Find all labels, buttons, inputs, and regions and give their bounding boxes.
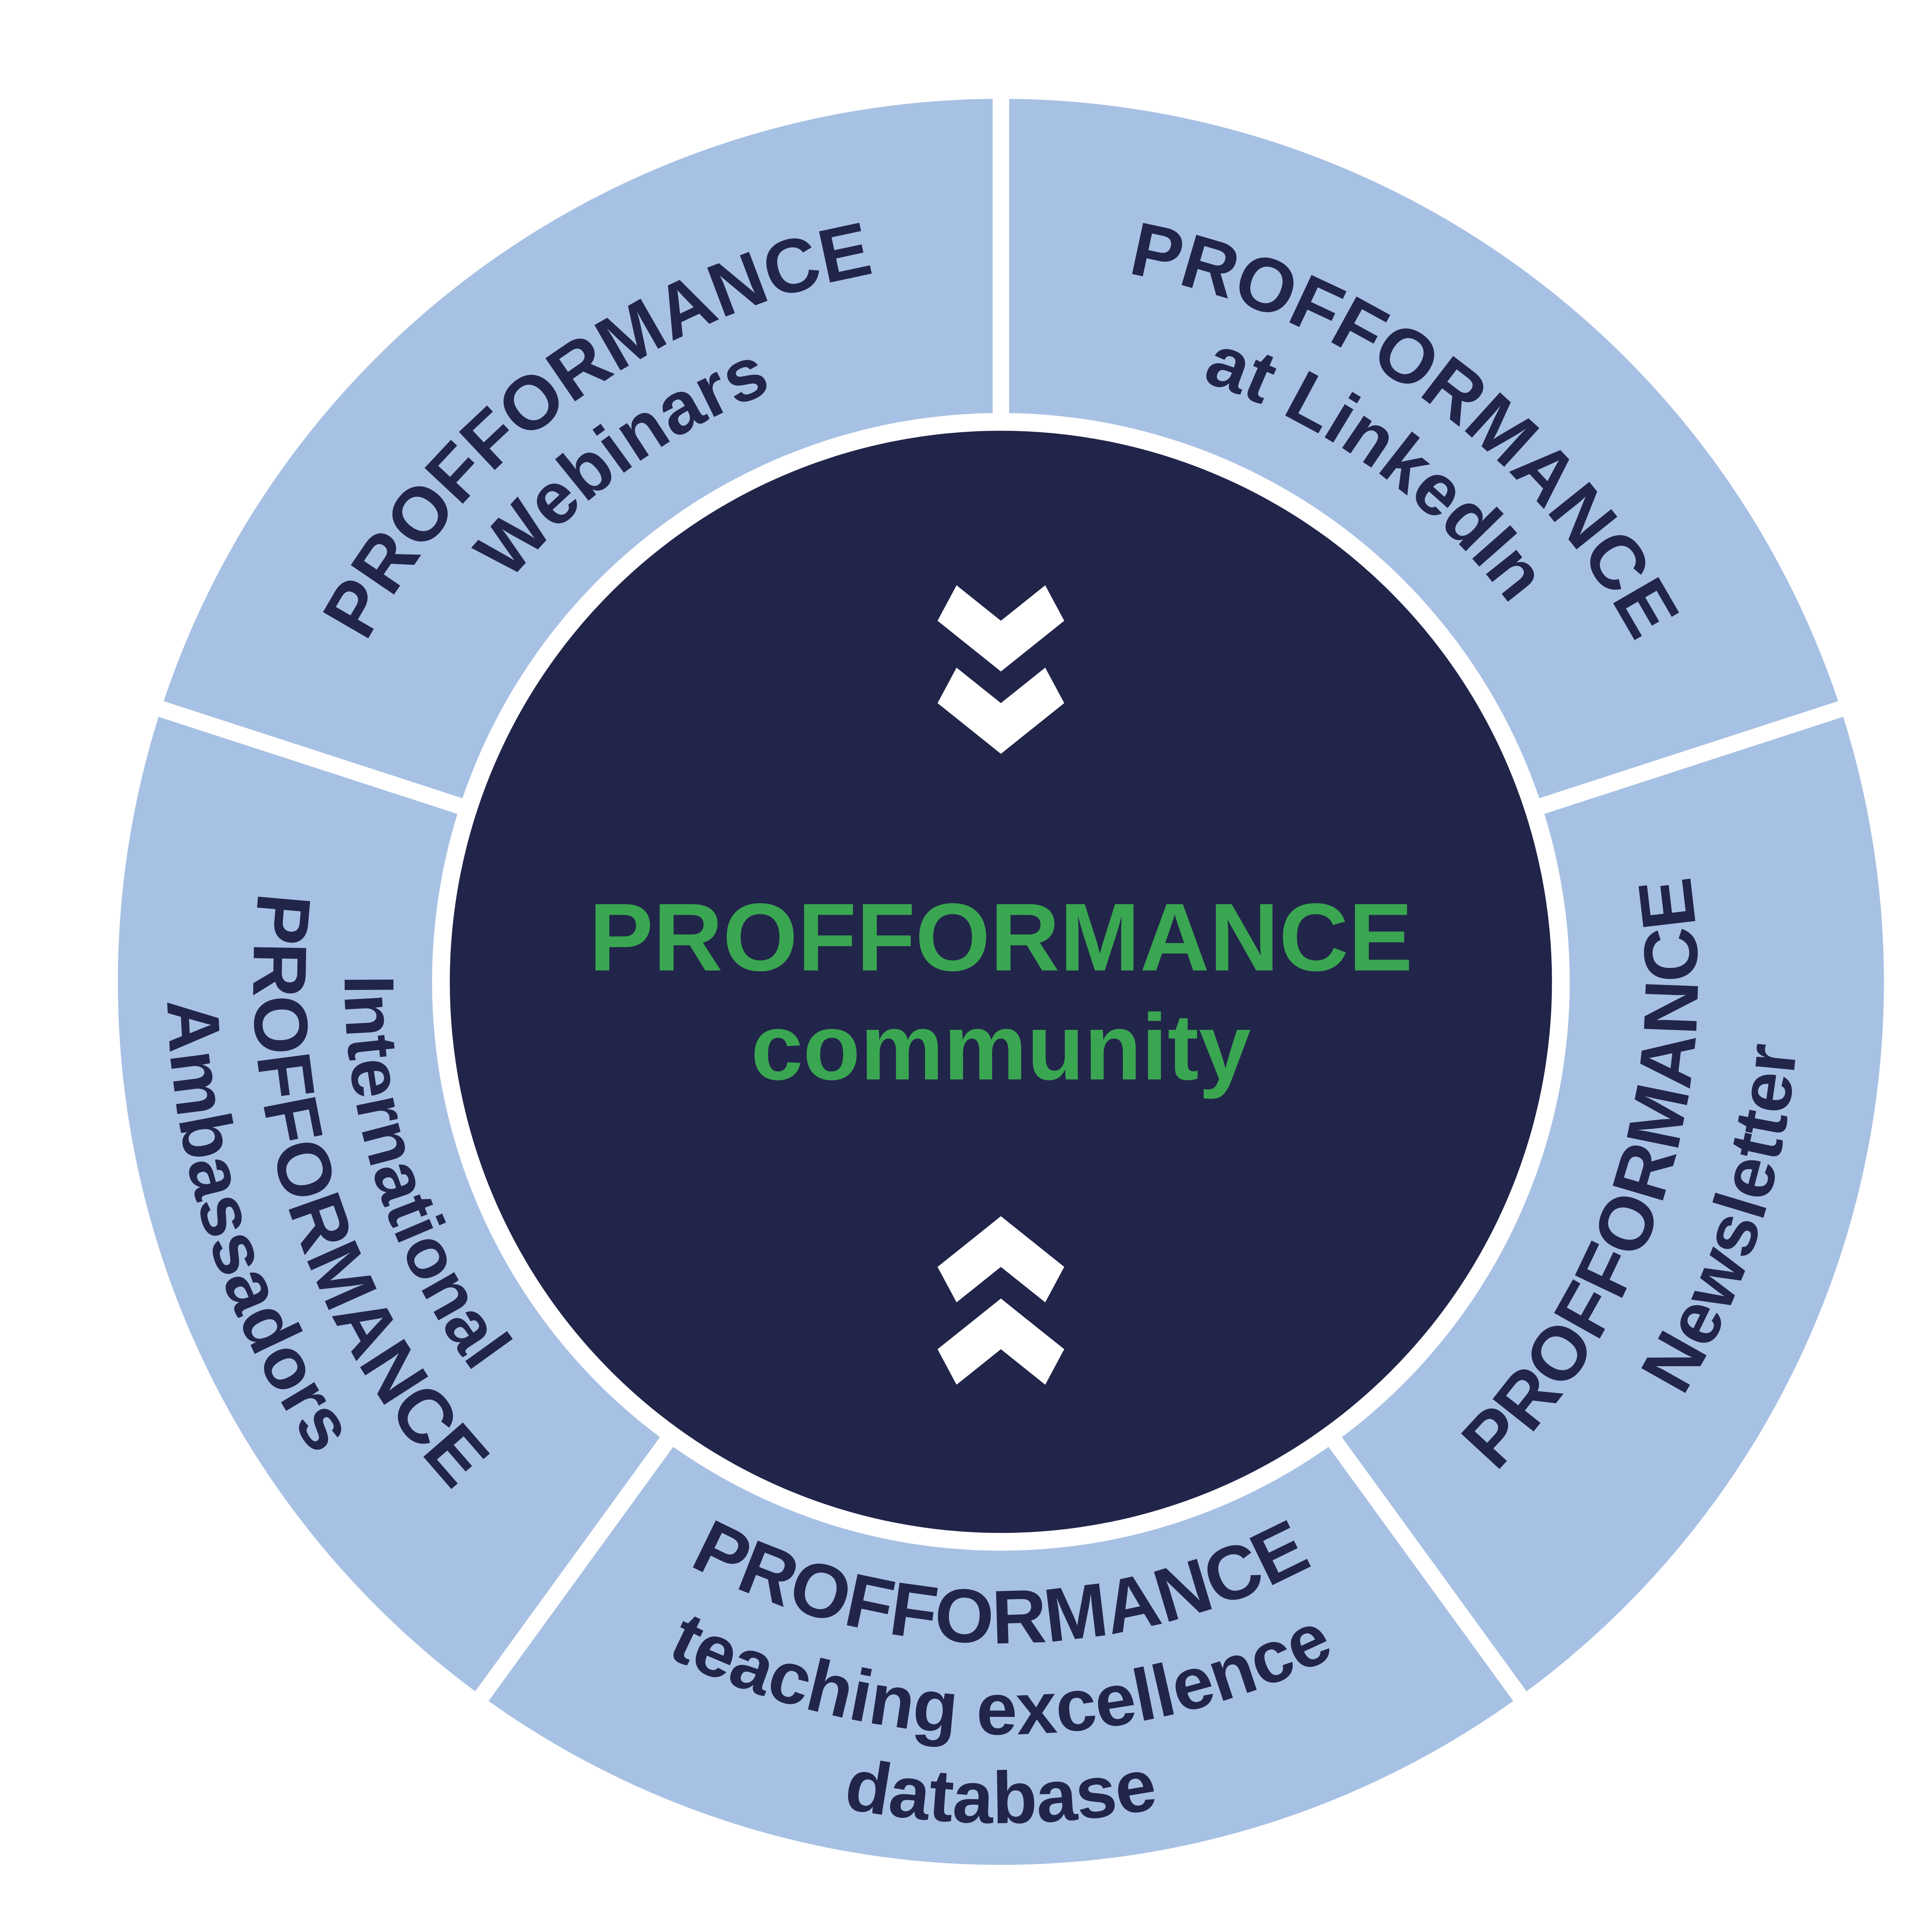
segment-label-text: database bbox=[840, 1743, 1162, 1839]
center-subtitle: community bbox=[751, 995, 1251, 1099]
center-title: PROFFORMANCE bbox=[589, 883, 1413, 991]
separator-line bbox=[1528, 696, 1859, 818]
separator-line bbox=[1321, 1428, 1536, 1714]
segment-label-line: database bbox=[840, 1743, 1162, 1839]
chevrons-up-icon bbox=[937, 1216, 1065, 1385]
center-circle bbox=[450, 430, 1552, 1533]
segment-separators bbox=[143, 82, 1859, 1714]
separator-line bbox=[465, 1428, 680, 1714]
separator-line bbox=[143, 696, 473, 818]
chevrons-down-icon bbox=[937, 585, 1065, 754]
